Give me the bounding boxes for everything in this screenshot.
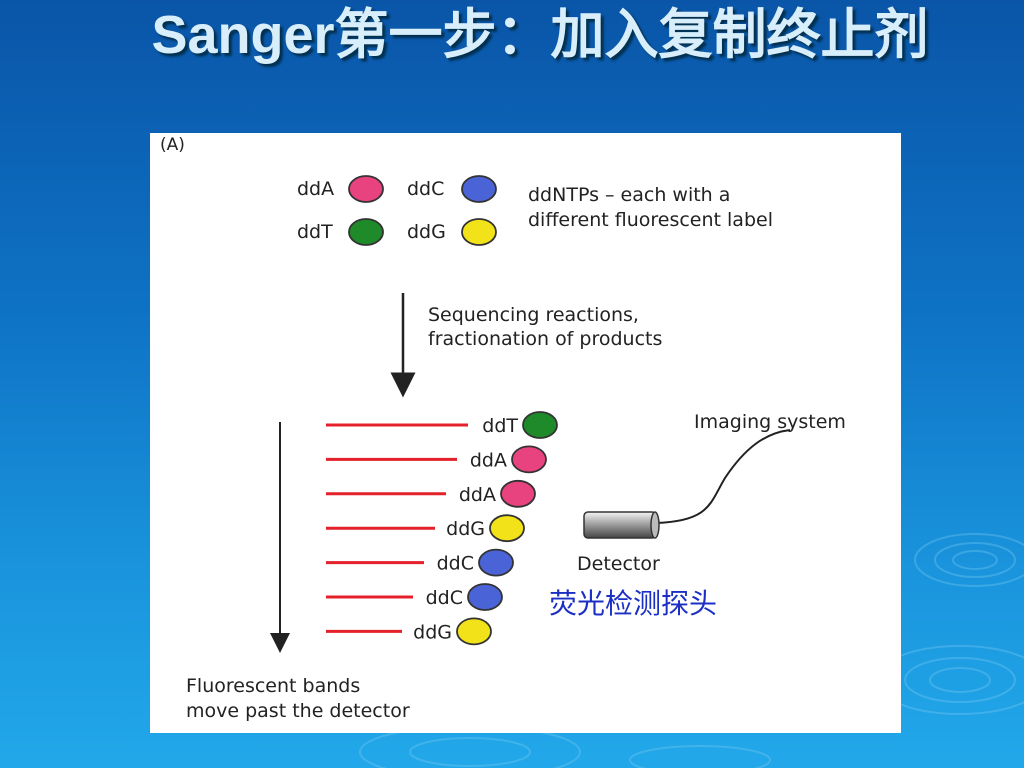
legend-dot-ddt xyxy=(348,218,384,246)
detector-lens xyxy=(650,511,660,539)
legend-description-line1: ddNTPs – each with a xyxy=(528,184,730,206)
detector-cable xyxy=(655,429,791,524)
legend-label-ddc: ddC xyxy=(407,178,444,200)
probe-label: 荧光检测探头 xyxy=(549,587,718,620)
legend-dot-ddc xyxy=(461,175,497,203)
band-label: ddC xyxy=(426,587,463,609)
figure-panel: (A) ddA ddC ddT ddG ddNTPs – each with a… xyxy=(150,133,901,733)
footer-line1: Fluorescent bands xyxy=(186,675,360,697)
band-label: ddG xyxy=(413,621,452,643)
step-text-line1: Sequencing reactions, xyxy=(428,304,639,326)
band-dot xyxy=(478,548,514,577)
legend-dot-ddg xyxy=(461,218,497,246)
imaging-system-label: Imaging system xyxy=(694,411,846,433)
legend-dot-dda xyxy=(348,175,384,203)
band-dot xyxy=(522,411,558,439)
legend-label-dda: ddA xyxy=(297,178,334,200)
band-label: ddG xyxy=(446,518,485,540)
panel-label: (A) xyxy=(160,135,185,155)
detector-label: Detector xyxy=(577,553,660,575)
detector-icon xyxy=(583,511,657,539)
legend-label-ddt: ddT xyxy=(297,221,333,243)
fluorescent-bands: ddT ddA ddA ddG ddC ddC ddG xyxy=(326,411,558,646)
band-label: ddA xyxy=(470,449,507,471)
legend-description-line2: different fluorescent label xyxy=(528,209,773,231)
band-dot xyxy=(511,445,547,474)
band-label: ddC xyxy=(437,553,474,575)
slide-title: Sanger第一步：加入复制终止剂 xyxy=(151,5,929,65)
step-text-line2: fractionation of products xyxy=(428,328,662,350)
legend-label-ddg: ddG xyxy=(407,221,446,243)
band-label: ddA xyxy=(459,484,496,506)
ddntp-legend: ddA ddC ddT ddG ddNTPs – each with a dif… xyxy=(297,175,773,246)
band-label: ddT xyxy=(482,415,518,437)
band-dot xyxy=(500,479,536,508)
footer-line2: move past the detector xyxy=(186,700,410,722)
band-dot xyxy=(456,617,492,646)
band-dot xyxy=(489,514,525,543)
sanger-diagram: (A) ddA ddC ddT ddG ddNTPs – each with a… xyxy=(160,135,846,722)
band-dot xyxy=(467,583,503,611)
